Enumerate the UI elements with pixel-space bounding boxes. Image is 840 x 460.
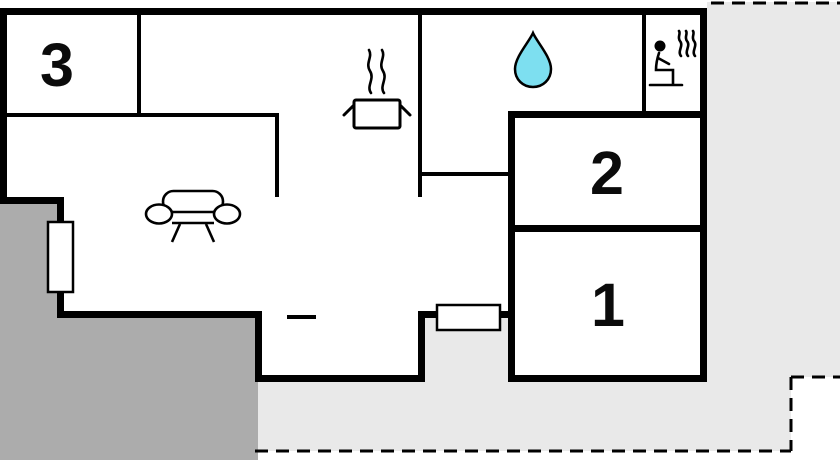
sauna-icon xyxy=(648,29,697,87)
water-drop-icon xyxy=(513,29,553,89)
entrance-door-marker xyxy=(435,303,502,332)
wall-segment xyxy=(0,197,64,204)
wall-segment xyxy=(287,315,316,319)
terrace-area xyxy=(0,200,258,460)
wall-segment xyxy=(137,15,141,117)
wall-segment xyxy=(418,172,512,176)
wall-segment xyxy=(418,15,422,197)
wall-segment xyxy=(0,8,7,204)
plot-boundary-dashed xyxy=(255,1,840,453)
wall-segment xyxy=(508,225,707,232)
room-3-label: 3 xyxy=(40,31,74,99)
wall-segment xyxy=(418,311,425,382)
wall-segment xyxy=(275,113,279,197)
kitchen-pot-icon xyxy=(342,48,412,130)
wall-segment xyxy=(255,311,262,382)
wall-segment xyxy=(255,375,425,382)
wall-segment xyxy=(508,111,707,118)
room-1-label: 1 xyxy=(591,271,625,339)
sofa-icon xyxy=(144,189,242,243)
patio-area xyxy=(255,2,840,451)
room-2-label: 2 xyxy=(590,139,624,207)
wall-segment xyxy=(642,15,646,111)
wall-segment xyxy=(0,8,707,15)
wall-segment xyxy=(0,113,279,117)
wall-segment xyxy=(508,111,515,382)
wall-segment xyxy=(57,311,262,318)
building-footprint xyxy=(0,8,707,382)
wall-segment xyxy=(700,8,707,382)
wall-segment xyxy=(508,375,707,382)
window-marker-left xyxy=(46,220,75,294)
